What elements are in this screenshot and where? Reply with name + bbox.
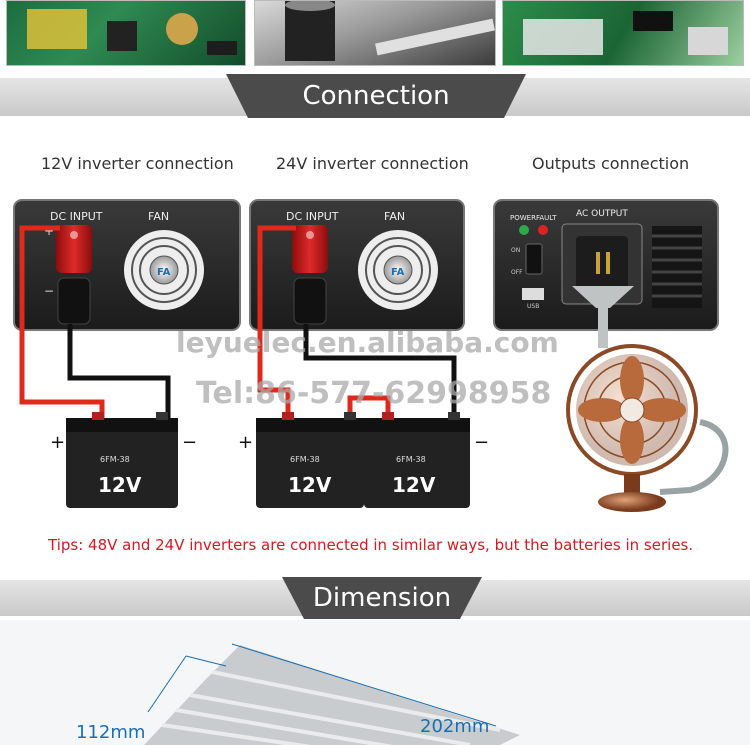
battery-12v-single: 6FM-38 12V bbox=[66, 412, 178, 508]
black-wire-12v bbox=[67, 324, 171, 418]
fan-label: FAN bbox=[384, 210, 405, 223]
product-photo-board bbox=[502, 0, 744, 66]
battery-12v-series-a: 6FM-38 12V bbox=[256, 412, 364, 508]
battery-voltage-label: 12V bbox=[288, 473, 332, 497]
switch-off-label: OFF bbox=[511, 269, 523, 276]
battery-minus-sign: − bbox=[182, 432, 197, 453]
red-wire-12v bbox=[19, 225, 105, 418]
battery-plus-sign: + bbox=[238, 432, 253, 453]
battery-voltage-label: 12V bbox=[392, 473, 436, 497]
section-title-connection: Connection diagram bbox=[226, 74, 526, 155]
fault-label: FAULT bbox=[536, 214, 557, 222]
fan-plug bbox=[572, 252, 634, 348]
title-outputs-connection: Outputs connection bbox=[532, 154, 690, 173]
ac-output-label: AC OUTPUT bbox=[576, 209, 628, 219]
board-photo-illustration bbox=[523, 11, 728, 55]
watermark-site: leyuelec.en.alibaba.com bbox=[176, 326, 559, 359]
pcb-photo-illustration bbox=[27, 9, 237, 55]
negative-terminal bbox=[293, 277, 327, 325]
switch-on-label: ON bbox=[511, 247, 520, 254]
inverter-24v-panel: DC INPUT FAN FA bbox=[249, 199, 465, 331]
fan-brand-label: FA bbox=[157, 267, 171, 278]
positive-terminal bbox=[292, 225, 328, 273]
power-led bbox=[519, 225, 529, 235]
svg-text:+: + bbox=[44, 224, 54, 238]
negative-terminal bbox=[57, 277, 91, 325]
battery-plus-sign: + bbox=[50, 432, 65, 453]
svg-text:−: − bbox=[44, 284, 54, 298]
dc-input-label: DC INPUT bbox=[50, 210, 103, 223]
title-24v-connection: 24V inverter connection bbox=[276, 154, 469, 173]
capacitor-photo-illustration bbox=[285, 1, 495, 61]
power-label: POWER bbox=[510, 214, 536, 222]
fan-power-cord bbox=[659, 419, 729, 495]
connection-tips: Tips: 48V and 24V inverters are connecte… bbox=[48, 536, 694, 554]
battery-model-label: 6FM-38 bbox=[290, 455, 320, 464]
product-photo-capacitor bbox=[254, 0, 496, 66]
dc-input-label: DC INPUT bbox=[286, 210, 339, 223]
series-link-wire bbox=[347, 395, 391, 418]
dimension-length-label: 202mm bbox=[420, 716, 490, 737]
fan-brand-label: FA bbox=[391, 267, 405, 278]
usb-port bbox=[522, 288, 544, 300]
red-wire-24v bbox=[257, 225, 296, 418]
watermark-tel: Tel:86-577-62998958 bbox=[196, 376, 552, 411]
battery-voltage-label: 12V bbox=[98, 473, 142, 497]
dimension-drawing bbox=[0, 620, 750, 745]
positive-terminal bbox=[56, 225, 92, 273]
fault-led bbox=[538, 225, 548, 235]
power-switch bbox=[525, 243, 543, 275]
section-title-dimension: Dimension bbox=[282, 577, 482, 619]
battery-model-label: 6FM-38 bbox=[100, 455, 130, 464]
usb-label: USB bbox=[527, 303, 539, 310]
desk-fan bbox=[566, 344, 698, 512]
fan-label: FAN bbox=[148, 210, 169, 223]
vent-grille bbox=[652, 226, 702, 308]
connection-diagram: DC INPUT FAN FA + − 6FM-38 12V + − DC IN… bbox=[13, 199, 729, 512]
dimension-width-label: 112mm bbox=[76, 722, 146, 743]
battery-model-label: 6FM-38 bbox=[396, 455, 426, 464]
product-photo-pcb bbox=[6, 0, 246, 66]
title-12v-connection: 12V inverter connection bbox=[41, 154, 234, 173]
black-wire-24v bbox=[303, 324, 457, 418]
battery-12v-series-b: 6FM-38 12V bbox=[364, 412, 470, 508]
inverter-12v-panel: DC INPUT FAN FA + − bbox=[13, 199, 241, 331]
battery-minus-sign: − bbox=[474, 432, 489, 453]
